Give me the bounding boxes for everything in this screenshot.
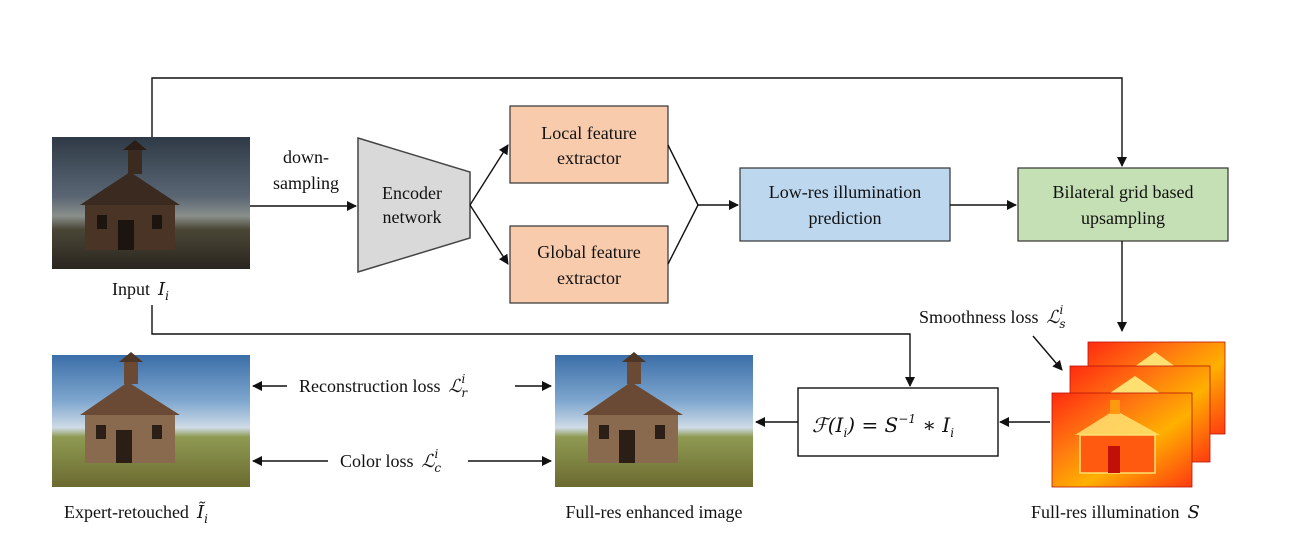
smoothness-loss-sup: i xyxy=(1060,303,1064,317)
encoder-network xyxy=(357,136,471,274)
expert-caption-text: Expert-retouched xyxy=(64,502,189,522)
illumination-stack xyxy=(1051,341,1226,488)
color-loss-sup: i xyxy=(434,447,438,461)
color-loss-sub: c xyxy=(434,461,441,475)
reconstruction-loss-sub: r xyxy=(461,386,468,400)
smoothness-loss-text: Smoothness loss xyxy=(919,307,1039,327)
formula-sup: −1 xyxy=(898,412,916,426)
encoder-to-global-arrow xyxy=(469,204,509,265)
encoder-label-2: network xyxy=(383,207,442,227)
formula-start: ℱ(I xyxy=(812,413,845,437)
top-skip-arrow xyxy=(151,77,1127,167)
expert-subscript: i xyxy=(204,512,208,526)
enhanced-image xyxy=(555,352,753,487)
illumination-house xyxy=(1075,400,1160,474)
input-subscript: i xyxy=(165,289,169,303)
local-feature-box xyxy=(509,105,669,184)
smoothness-loss-symbol: ℒ xyxy=(1047,307,1061,328)
input-symbol: I xyxy=(157,279,166,300)
global-merge-line xyxy=(667,204,699,265)
lowres-illumination-box xyxy=(739,167,951,242)
downsampling-label-1: down- xyxy=(283,147,329,167)
input-caption: Input Ii xyxy=(112,279,169,303)
illumination-symbol: S xyxy=(1188,502,1200,523)
lowres-label-1: Low-res illumination xyxy=(769,182,921,202)
reconstruction-loss-text: Reconstruction loss xyxy=(299,376,441,396)
expert-caption: Expert-retouched Ĩi xyxy=(64,501,208,526)
formula-mid: ) = S xyxy=(846,413,898,437)
encoder-label-1: Encoder xyxy=(382,183,442,203)
bilateral-grid-box xyxy=(1017,167,1229,242)
formula-sub: i xyxy=(843,426,847,440)
schoolhouse-bright xyxy=(80,352,180,463)
color-loss-text: Color loss xyxy=(340,451,414,471)
color-loss-symbol: ℒ xyxy=(422,451,436,472)
global-feature-label-1: Global feature xyxy=(537,242,640,262)
lowres-label-2: prediction xyxy=(809,208,882,228)
input-to-formula-arrow xyxy=(151,305,915,387)
downsampling-label-2: sampling xyxy=(273,173,339,193)
reconstruction-loss-sup: i xyxy=(461,372,465,386)
encoder-to-local-arrow xyxy=(469,144,509,206)
formula-text: ℱ(Ii) = S−1 ∗ Ii xyxy=(812,412,954,440)
schoolhouse-enhanced xyxy=(583,352,683,463)
smoothness-loss-sub: s xyxy=(1059,317,1065,331)
input-caption-text: Input xyxy=(112,279,150,299)
local-feature-label-1: Local feature xyxy=(541,123,636,143)
local-merge-line xyxy=(667,144,699,206)
global-feature-box xyxy=(509,225,669,304)
input-image xyxy=(52,137,250,269)
expert-image xyxy=(52,352,250,487)
schoolhouse-dark xyxy=(80,140,180,250)
illumination-caption: Full-res illumination S xyxy=(1031,502,1200,523)
local-feature-label-2: extractor xyxy=(557,148,621,168)
formula-end-sub: i xyxy=(950,426,954,440)
expert-symbol: Ĩ xyxy=(196,501,206,523)
global-feature-label-2: extractor xyxy=(557,268,621,288)
formula-box xyxy=(797,387,999,457)
bilateral-label-1: Bilateral grid based xyxy=(1053,182,1194,202)
bilateral-label-2: upsampling xyxy=(1081,208,1165,228)
enhanced-caption: Full-res enhanced image xyxy=(566,502,743,522)
illumination-caption-text: Full-res illumination xyxy=(1031,502,1180,522)
smoothness-pointer-arrow xyxy=(1032,335,1063,371)
connectors xyxy=(151,77,1127,466)
reconstruction-loss-symbol: ℒ xyxy=(449,376,463,397)
formula-end: ∗ I xyxy=(916,413,951,437)
